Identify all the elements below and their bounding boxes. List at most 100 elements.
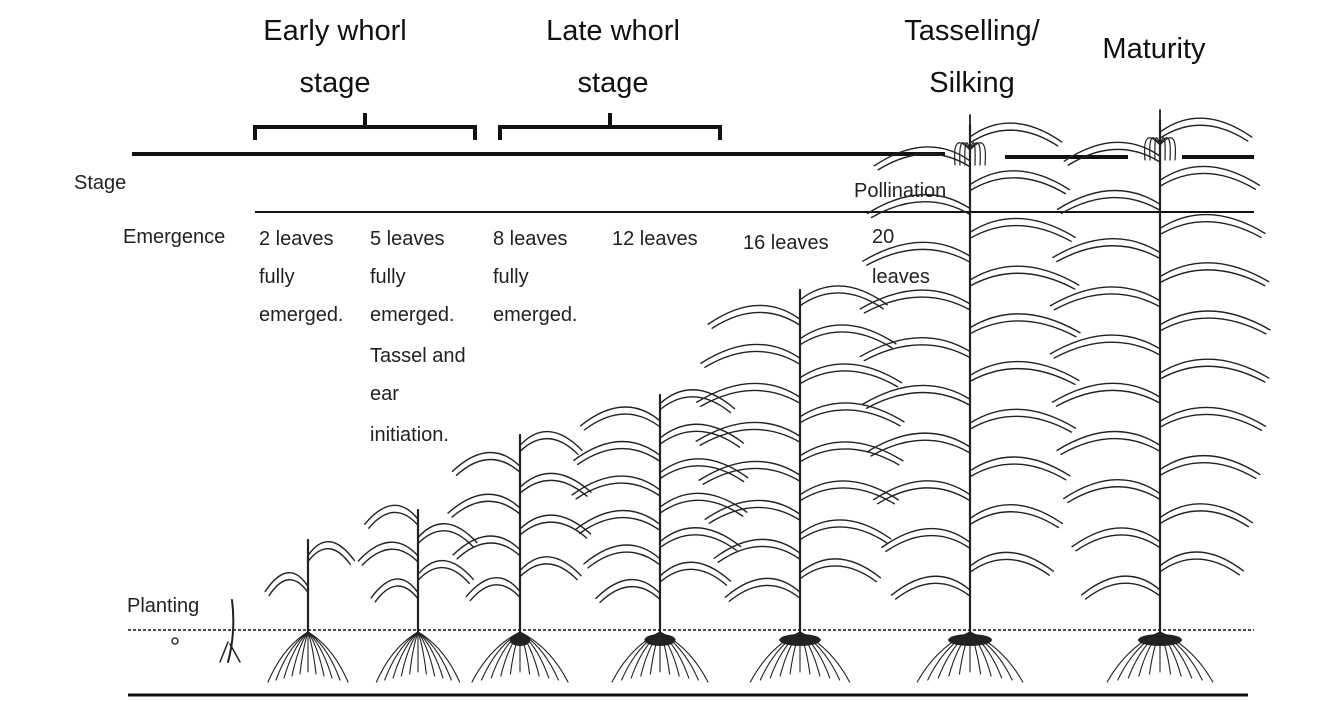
leaf [970, 457, 1070, 480]
leaf [1160, 263, 1269, 286]
stage-label: Stage [74, 172, 126, 194]
maturity-title: Maturity [1102, 33, 1206, 65]
two-leaves-label-line3: emerged. [259, 304, 344, 326]
emergence-label: Emergence [123, 226, 225, 248]
leaf [1050, 335, 1160, 358]
leaf [660, 459, 748, 482]
sprout-stem [228, 600, 233, 662]
leaf [970, 314, 1080, 337]
leaf [581, 407, 660, 430]
leaf [800, 325, 896, 348]
leaf [725, 578, 800, 601]
leaf [660, 562, 730, 585]
five-leaves-label-line5: ear [370, 383, 399, 405]
early-whorl-bracket [255, 113, 475, 140]
plant-5-leaf [358, 505, 477, 682]
leaf [867, 433, 970, 456]
leaf [970, 171, 1069, 194]
five-leaves-label-line1: 5 leaves [370, 228, 445, 250]
eight-leaves-label-line3: emerged. [493, 304, 578, 326]
root-crown [510, 634, 531, 646]
leaf [800, 364, 902, 387]
leaf [371, 579, 418, 602]
leaf [701, 344, 800, 367]
leaf [970, 266, 1079, 289]
leaf [1072, 528, 1160, 551]
leaf [365, 505, 418, 528]
plant-16-leaf [696, 286, 904, 682]
leaf [1160, 311, 1270, 334]
sixteen-leaves-label: 16 leaves [743, 232, 829, 254]
leaf [860, 338, 970, 361]
tasselling-title-line2: Silking [929, 67, 1014, 99]
leaf [520, 473, 591, 496]
leaf [970, 552, 1053, 575]
leaf [1064, 142, 1160, 165]
plant-maturity [1050, 110, 1270, 682]
leaf [1082, 576, 1160, 599]
leaf [800, 442, 903, 465]
planting-label: Planting [127, 595, 199, 617]
twelve-leaves-label: 12 leaves [612, 228, 698, 250]
leaf [1057, 191, 1160, 214]
leaf [453, 536, 520, 559]
leaf [596, 580, 660, 603]
leaf [1057, 432, 1160, 455]
five-leaves-label-line6: initiation. [370, 424, 449, 446]
leaf [660, 528, 741, 551]
plant-8-leaf [448, 432, 591, 682]
leaf [1160, 504, 1252, 527]
leaf [708, 305, 800, 328]
growth-labels: Emergence 2 leaves fully emerged. 5 leav… [123, 226, 930, 446]
leaf [860, 290, 970, 313]
leaf [970, 505, 1062, 528]
five-leaves-label-line3: emerged. [370, 304, 455, 326]
leaf [584, 545, 660, 568]
leaf [874, 147, 970, 170]
leaf [1160, 215, 1265, 238]
leaf [800, 559, 880, 582]
leaf [448, 494, 520, 517]
five-leaves-label-line4: Tassel and [370, 345, 466, 367]
plant-illustrations [172, 110, 1270, 682]
leaf [882, 529, 970, 552]
leaf [970, 218, 1075, 241]
two-leaves-label-line2: fully [259, 266, 295, 288]
leaf [1064, 480, 1160, 503]
plant-20-leaf-tasselling [860, 115, 1080, 682]
leaf [452, 452, 520, 475]
leaf [1160, 118, 1252, 141]
leaf [1160, 456, 1260, 479]
leaf [699, 461, 800, 484]
five-leaves-label-line2: fully [370, 266, 406, 288]
leaf [970, 123, 1062, 146]
twenty-leaves-label-line1: 20 [872, 226, 894, 248]
early-whorl-title-line2: stage [300, 67, 371, 99]
leaf [520, 432, 582, 455]
leaf [1160, 359, 1269, 382]
root-crown [1138, 634, 1182, 646]
leaf [892, 576, 970, 599]
leaf [970, 409, 1075, 432]
leaf [418, 561, 473, 584]
leaf [520, 557, 581, 580]
leaf [576, 511, 660, 534]
plant-12-leaf [572, 390, 748, 682]
late-whorl-bracket [500, 113, 720, 140]
leaf [800, 403, 904, 426]
eight-leaves-label-line2: fully [493, 266, 529, 288]
early-whorl-title-line1: Early whorl [263, 15, 406, 47]
leaf [308, 542, 354, 565]
leaf [800, 286, 887, 309]
plant-2-leaf [265, 540, 354, 682]
leaf [1053, 383, 1160, 406]
leaf [1160, 552, 1243, 575]
twenty-leaves-label-line2: leaves [872, 266, 930, 288]
late-whorl-title-line1: Late whorl [546, 15, 680, 47]
leaf [1160, 407, 1265, 430]
leaf [358, 542, 418, 565]
leaf [800, 520, 891, 543]
leaf [574, 442, 660, 465]
leaf [265, 573, 308, 596]
